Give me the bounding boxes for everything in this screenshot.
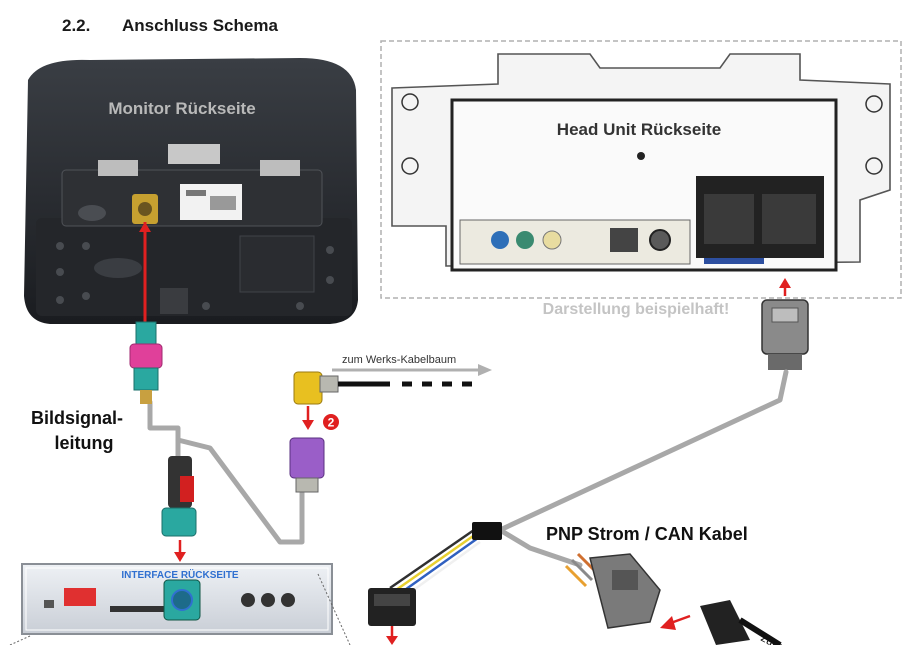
head-unit-label: Head Unit Rückseite <box>557 120 721 139</box>
head-unit-frame <box>380 40 902 299</box>
signal-line-label-1: Bildsignal- <box>31 408 123 428</box>
pnp-arrow <box>660 616 676 630</box>
example-note: Darstellung beispielhaft! <box>543 301 730 318</box>
factory-fakra-yellow <box>293 371 390 405</box>
section-title: Anschluss Schema <box>122 16 278 35</box>
monitor-back <box>24 58 358 324</box>
section-number: 2.2. <box>62 16 91 35</box>
monitor-fakra-plug <box>129 321 163 404</box>
pnp-counter-plug <box>700 600 782 645</box>
splitter-block <box>472 522 502 540</box>
cable-harness <box>147 369 789 568</box>
pnp-cable-label: PNP Strom / CAN Kabel <box>546 524 748 544</box>
step-number: 2 <box>328 416 335 430</box>
interface-box <box>21 563 333 635</box>
pnp-connector <box>564 552 661 629</box>
head-unit-back <box>391 53 891 272</box>
head-unit-arrow <box>779 278 791 288</box>
step-arrow <box>302 420 314 430</box>
power-plug-arrow <box>386 636 398 645</box>
monitor-arrow <box>139 222 151 232</box>
inline-plug-red <box>161 456 197 537</box>
interface-power-plug <box>368 588 416 626</box>
section-heading: 2.2. Anschluss Schema <box>62 16 278 36</box>
factory-harness-label: zum Werks-Kabelbaum <box>342 354 456 366</box>
interface-fakra-violet <box>289 437 325 493</box>
interface-label: INTERFACE RÜCKSEITE <box>121 568 239 581</box>
cpn-wires <box>389 528 481 596</box>
factory-harness-arrow <box>478 364 492 376</box>
interface-arrow <box>174 552 186 562</box>
step-badge <box>323 414 339 430</box>
monitor-label: Monitor Rückseite <box>108 99 255 118</box>
signal-line-label-2: leitung <box>55 433 114 453</box>
head-unit-plug <box>761 299 809 370</box>
